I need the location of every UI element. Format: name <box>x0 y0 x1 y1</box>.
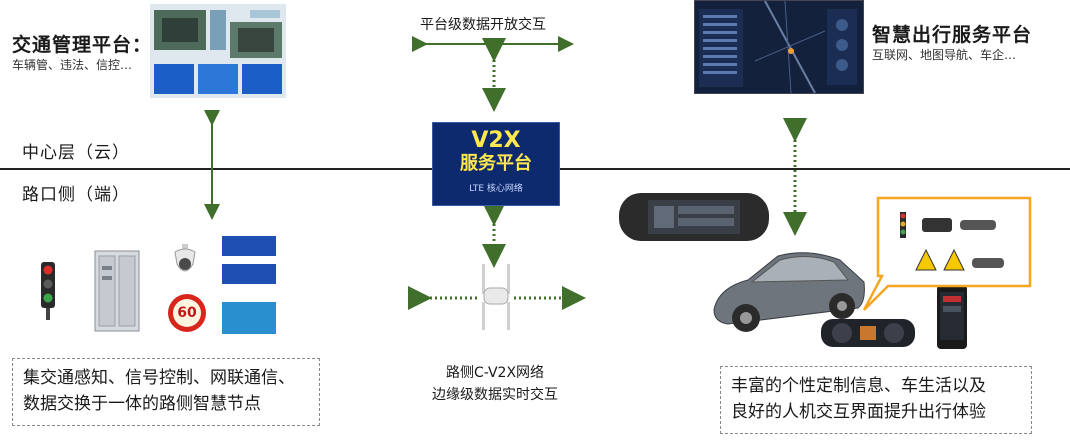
guide-board-icon <box>222 302 276 334</box>
traffic-light-icon <box>40 260 56 320</box>
traffic-platform-subtitle: 车辆管、违法、信控… <box>12 58 133 72</box>
traffic-platform-title: 交通管理平台： <box>12 34 153 56</box>
smart-travel-screenshot <box>694 0 864 94</box>
v2x-subtitle: 服务平台 <box>460 153 532 174</box>
camera-dome-icon <box>172 244 198 280</box>
control-cabinet-icon <box>94 250 140 332</box>
connected-car-illustration <box>708 244 868 340</box>
v2x-title: V2X <box>471 128 521 153</box>
vehicle-note-line1: 丰富的个性定制信息、车生活以及 <box>731 376 986 396</box>
smartphone-icon <box>936 284 968 350</box>
lane-sign-icon <box>222 264 276 284</box>
speed-limit-sign: 60 <box>168 294 206 332</box>
road-network-caption: 路侧C-V2X网络 边缘级数据实时交互 <box>420 362 570 406</box>
roadside-note: 集交通感知、信号控制、网联通信、 数据交换于一体的路侧智慧节点 <box>12 358 320 426</box>
vehicle-note: 丰富的个性定制信息、车生活以及 良好的人机交互界面提升出行体验 <box>720 366 1032 434</box>
edge-layer-label: 路口侧（端） <box>22 185 130 205</box>
vehicle-note-line2: 良好的人机交互界面提升出行体验 <box>731 402 986 422</box>
platform-exchange-label: 平台级数据开放交互 <box>420 17 546 33</box>
traffic-platform-screenshot <box>150 4 286 98</box>
roadside-note-line2: 数据交换于一体的路侧智慧节点 <box>23 394 261 414</box>
road-network-caption-line2: 边缘级数据实时交互 <box>432 387 558 403</box>
lane-sign-icon <box>222 236 276 256</box>
smart-travel-subtitle: 互联网、地图导航、车企… <box>872 48 1017 62</box>
smart-travel-title: 智慧出行服务平台 <box>872 24 1033 46</box>
warning-callout <box>862 196 1032 311</box>
v2x-platform-box: V2X 服务平台 LTE 核心网络 <box>432 122 560 206</box>
rearview-mirror-display <box>618 192 770 242</box>
cloud-layer-label: 中心层（云） <box>22 143 130 163</box>
speed-limit-value: 60 <box>173 299 201 327</box>
road-network-caption-line1: 路侧C-V2X网络 <box>445 365 545 381</box>
v2x-footer: LTE 核心网络 <box>469 184 523 194</box>
instrument-cluster <box>820 318 916 348</box>
rsu-antenna-icon <box>476 262 516 332</box>
roadside-note-line1: 集交通感知、信号控制、网联通信、 <box>23 368 295 388</box>
